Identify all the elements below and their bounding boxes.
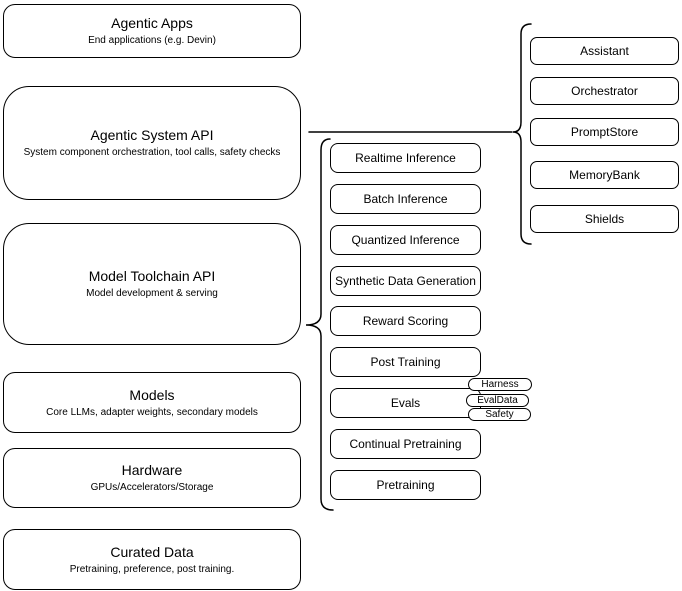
component-box-orchestrator: Orchestrator xyxy=(530,77,679,105)
eval-tag-label: EvalData xyxy=(477,394,518,406)
service-box-pretraining: Pretraining xyxy=(330,470,481,500)
agentic-apps-title: Agentic Apps xyxy=(111,15,193,31)
component-label: Shields xyxy=(584,212,625,226)
service-label: Realtime Inference xyxy=(355,151,456,165)
curated-data-title: Curated Data xyxy=(110,543,194,560)
service-label: Post Training xyxy=(370,355,441,369)
eval-tag-safety: Safety xyxy=(468,408,531,421)
service-label: Synthetic Data Generation xyxy=(335,274,476,288)
eval-tag-label: Safety xyxy=(485,408,514,420)
service-box-synthetic-data-generation: Synthetic Data Generation xyxy=(330,266,481,296)
agentic-system-api-subtitle: System component orchestration, tool cal… xyxy=(23,147,281,158)
hardware-box: Hardware GPUs/Accelerators/Storage xyxy=(3,448,301,508)
eval-tag-label: Harness xyxy=(481,378,519,390)
service-box-reward-scoring: Reward Scoring xyxy=(330,306,481,336)
component-label: Assistant xyxy=(580,44,629,58)
service-box-post-training: Post Training xyxy=(330,347,481,377)
models-title: Models xyxy=(129,386,175,403)
model-toolchain-api-subtitle: Model development & serving xyxy=(86,288,218,299)
component-label: MemoryBank xyxy=(569,168,640,182)
agentic-apps-subtitle: End applications (e.g. Devin) xyxy=(88,35,216,46)
system-components-brace xyxy=(512,23,532,245)
hardware-subtitle: GPUs/Accelerators/Storage xyxy=(90,482,214,493)
component-box-promptstore: PromptStore xyxy=(530,118,679,146)
models-box: Models Core LLMs, adapter weights, secon… xyxy=(3,372,301,433)
component-label: PromptStore xyxy=(570,125,639,139)
hardware-title: Hardware xyxy=(121,462,183,478)
agentic-system-api-title: Agentic System API xyxy=(90,127,214,143)
agentic-apps-box: Agentic Apps End applications (e.g. Devi… xyxy=(3,4,301,58)
eval-tag-evaldata: EvalData xyxy=(466,394,529,407)
service-label: Evals xyxy=(390,396,421,410)
service-label: Continual Pretraining xyxy=(349,437,462,451)
curated-data-subtitle: Pretraining, preference, post training. xyxy=(69,563,235,575)
component-label: Orchestrator xyxy=(571,84,638,98)
model-toolchain-api-title: Model Toolchain API xyxy=(88,268,216,284)
service-label: Batch Inference xyxy=(363,192,448,206)
eval-tag-harness: Harness xyxy=(468,378,532,391)
component-box-shields: Shields xyxy=(530,205,679,233)
models-subtitle: Core LLMs, adapter weights, secondary mo… xyxy=(46,406,258,418)
service-box-continual-pretraining: Continual Pretraining xyxy=(330,429,481,459)
service-box-batch-inference: Batch Inference xyxy=(330,184,481,214)
model-toolchain-api-box: Model Toolchain API Model development & … xyxy=(3,223,301,345)
curated-data-box: Curated Data Pretraining, preference, po… xyxy=(3,529,301,590)
service-label: Quantized Inference xyxy=(351,233,460,247)
service-box-realtime-inference: Realtime Inference xyxy=(330,143,481,173)
component-box-memorybank: MemoryBank xyxy=(530,161,679,189)
agentic-system-api-box: Agentic System API System component orch… xyxy=(3,86,301,200)
service-label: Pretraining xyxy=(376,478,435,492)
service-box-quantized-inference: Quantized Inference xyxy=(330,225,481,255)
service-box-evals: Evals xyxy=(330,388,481,418)
toolchain-services-brace xyxy=(305,138,334,511)
component-box-assistant: Assistant xyxy=(530,37,679,65)
service-label: Reward Scoring xyxy=(362,314,449,328)
